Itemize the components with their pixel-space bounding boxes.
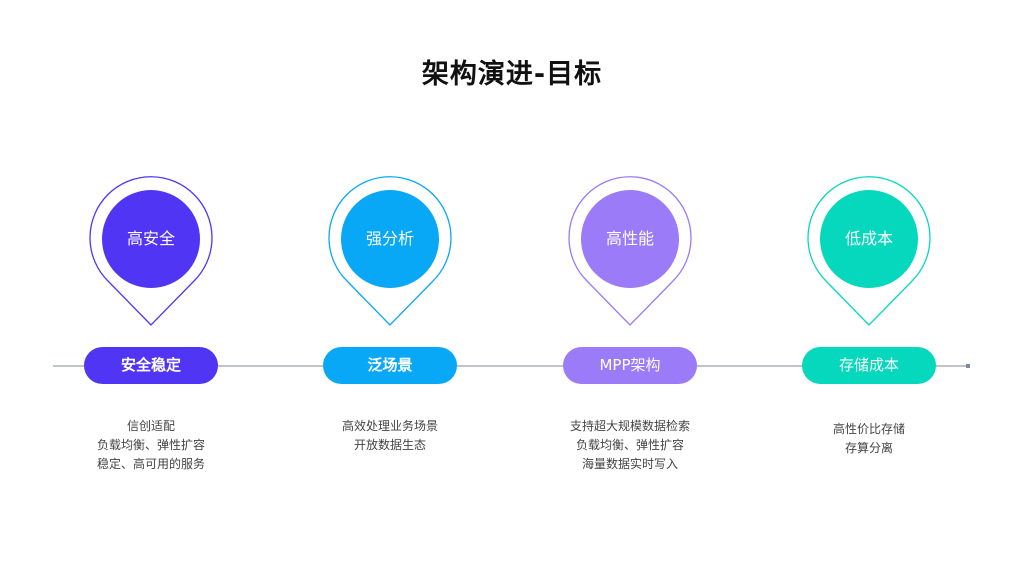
pill-label-badge: 泛场景 bbox=[323, 347, 457, 384]
pin-label: 高安全 bbox=[126, 229, 175, 248]
description-line: 高性价比存储 bbox=[832, 422, 905, 436]
description-line: 负载均衡、弹性扩容 bbox=[96, 438, 205, 452]
pin-label: 高性能 bbox=[605, 229, 654, 248]
pill-label-badge: 安全稳定 bbox=[84, 347, 218, 384]
pin-label: 低成本 bbox=[844, 229, 893, 248]
goal-column-cost: 低成本 存储成本 高性价比存储 存算分离 bbox=[749, 0, 989, 576]
description-line: 支持超大规模数据检索 bbox=[569, 419, 690, 433]
goal-column-security: 高安全 安全稳定 信创适配 负载均衡、弹性扩容 稳定、高可用的服务 bbox=[31, 0, 271, 576]
map-pin-icon bbox=[328, 176, 452, 326]
map-pin-icon bbox=[89, 176, 213, 326]
description-text: 高性价比存储 存算分离 bbox=[749, 420, 989, 458]
page-title: 架构演进-目标 bbox=[421, 59, 603, 90]
map-pin-icon bbox=[568, 176, 692, 326]
description-line: 信创适配 bbox=[126, 419, 175, 433]
description-text: 支持超大规模数据检索 负载均衡、弹性扩容 海量数据实时写入 bbox=[510, 417, 750, 474]
pill-label-badge: 存储成本 bbox=[802, 347, 936, 384]
description-line: 负载均衡、弹性扩容 bbox=[575, 438, 684, 452]
description-text: 信创适配 负载均衡、弹性扩容 稳定、高可用的服务 bbox=[31, 417, 271, 474]
pill-label-badge: MPP架构 bbox=[563, 347, 697, 384]
goal-column-performance: 高性能 MPP架构 支持超大规模数据检索 负载均衡、弹性扩容 海量数据实时写入 bbox=[510, 0, 750, 576]
goal-column-analysis: 强分析 泛场景 高效处理业务场景 开放数据生态 bbox=[270, 0, 510, 576]
description-line: 稳定、高可用的服务 bbox=[96, 457, 205, 471]
pin-label: 强分析 bbox=[365, 229, 414, 248]
description-line: 存算分离 bbox=[844, 441, 893, 455]
description-text: 高效处理业务场景 开放数据生态 bbox=[270, 417, 510, 455]
description-line: 高效处理业务场景 bbox=[341, 419, 438, 433]
map-pin-icon bbox=[807, 176, 931, 326]
description-line: 海量数据实时写入 bbox=[581, 457, 678, 471]
description-line: 开放数据生态 bbox=[353, 438, 426, 452]
